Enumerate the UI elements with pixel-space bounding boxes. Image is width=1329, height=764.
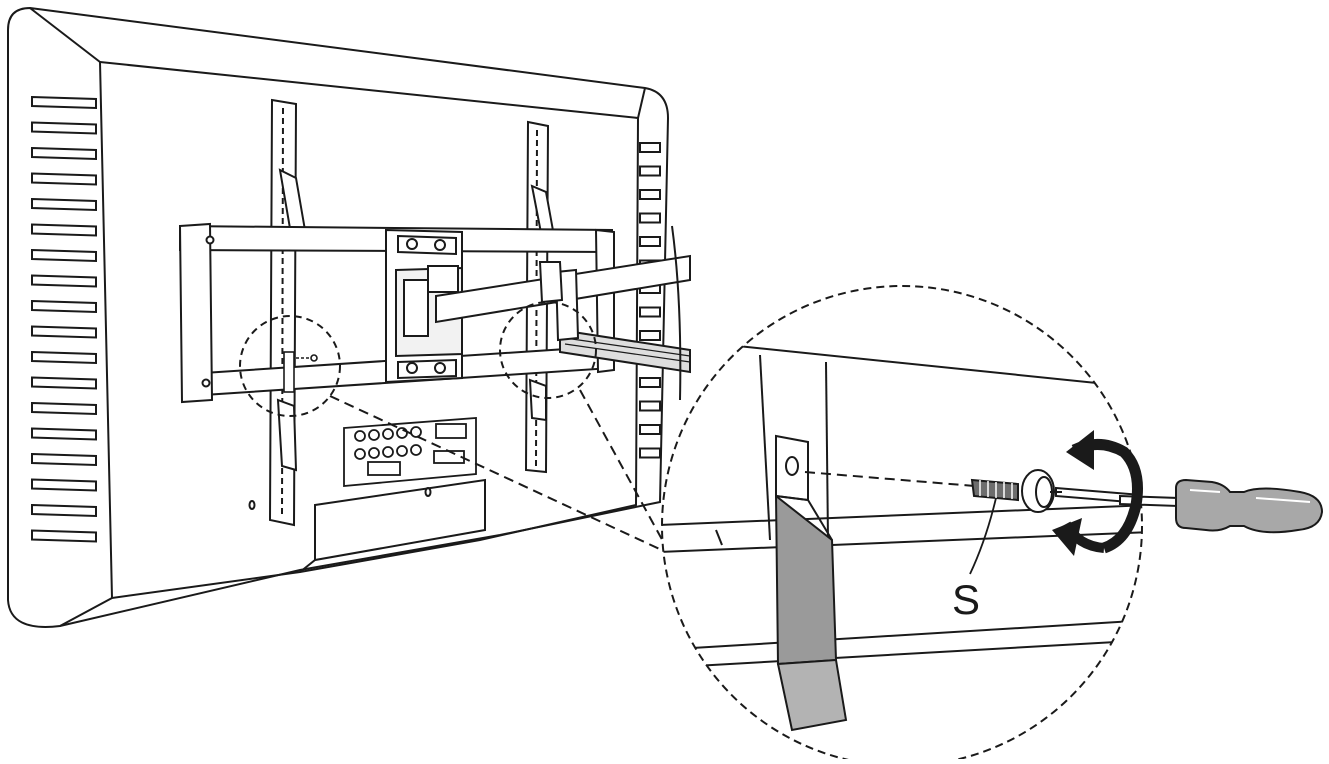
tv-back-panel bbox=[7, 6, 670, 628]
vent-slot bbox=[639, 447, 661, 459]
magnified-detail bbox=[661, 285, 1143, 764]
vent-slot bbox=[31, 478, 97, 492]
vent-slot bbox=[31, 197, 97, 212]
vent-slot bbox=[639, 377, 661, 388]
av-port bbox=[396, 427, 408, 439]
detail-callout-circles bbox=[239, 301, 597, 417]
vent-slot bbox=[31, 121, 97, 135]
vent-slot bbox=[31, 401, 97, 416]
vent-slot bbox=[31, 325, 97, 339]
screw-label-s: S bbox=[952, 576, 980, 623]
vent-slot bbox=[639, 306, 661, 318]
vent-slot bbox=[31, 350, 97, 365]
vent-slot bbox=[31, 376, 97, 390]
vent-slot bbox=[31, 146, 97, 161]
vent-slot bbox=[639, 236, 661, 247]
vent-slot bbox=[31, 248, 97, 263]
center-mount-block bbox=[385, 228, 463, 384]
av-port bbox=[396, 445, 408, 457]
vent-slot bbox=[31, 452, 97, 467]
vent-slot bbox=[639, 424, 661, 435]
screwdriver bbox=[1119, 478, 1324, 534]
vent-slot bbox=[639, 212, 661, 224]
connector-panel bbox=[343, 417, 477, 487]
magnify-leader-lines bbox=[329, 389, 667, 553]
vent-slot bbox=[31, 503, 97, 518]
callout-leader-s bbox=[969, 497, 997, 575]
vent-slot bbox=[31, 299, 97, 314]
left-vents bbox=[31, 95, 97, 543]
vent-slot bbox=[639, 400, 661, 412]
vent-slot bbox=[31, 427, 97, 441]
vent-slot bbox=[639, 189, 661, 200]
tv-bracket-left bbox=[268, 98, 308, 527]
av-port bbox=[382, 428, 394, 440]
av-port bbox=[368, 447, 380, 459]
vent-slot bbox=[639, 330, 661, 341]
av-port bbox=[368, 429, 380, 441]
av-port bbox=[410, 426, 422, 438]
vent-slot bbox=[31, 95, 97, 110]
vent-slot bbox=[31, 529, 97, 543]
rotation-arrow-icon bbox=[1052, 430, 1143, 556]
av-port bbox=[382, 446, 394, 458]
av-port bbox=[354, 430, 366, 442]
vent-slot bbox=[639, 142, 661, 153]
av-port bbox=[354, 448, 366, 460]
vent-slot bbox=[639, 165, 661, 177]
av-port bbox=[410, 444, 422, 456]
vent-slot bbox=[31, 274, 97, 288]
bracket-screw bbox=[283, 351, 318, 393]
vent-slot bbox=[31, 223, 97, 237]
vent-slot bbox=[31, 172, 97, 186]
